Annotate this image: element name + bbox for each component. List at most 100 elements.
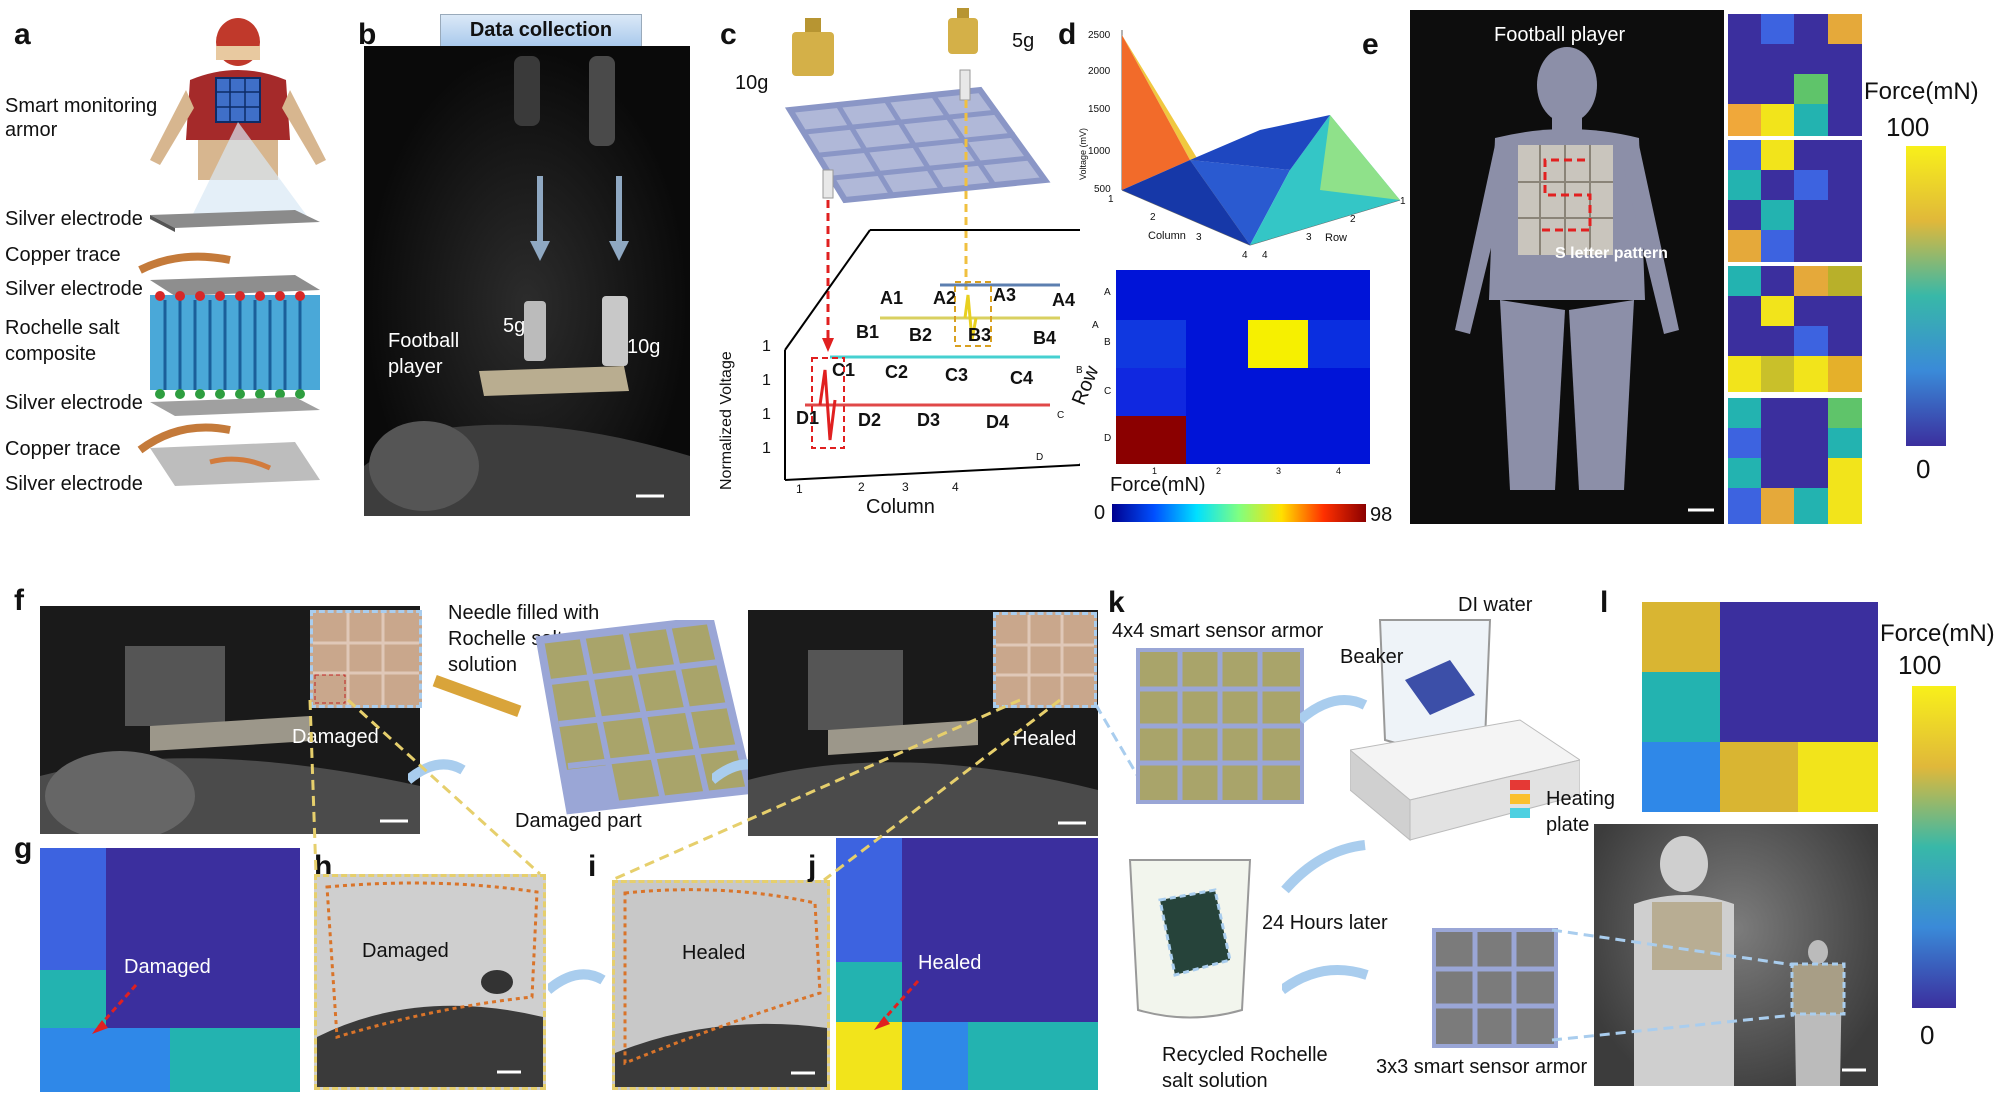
weight-10g-label: 10g	[627, 336, 661, 358]
label-copper-trace-1: Copper trace	[5, 244, 121, 266]
j-red-arrow-icon	[874, 980, 920, 1030]
j-healed-label: Healed	[918, 952, 982, 974]
panel-label-d: d	[1058, 18, 1077, 51]
k-arrow-right-icon	[1300, 695, 1368, 724]
subject-football-player-label: Football player	[388, 330, 460, 378]
cell-B4: B4	[1033, 328, 1057, 348]
panel-label-i: i	[588, 850, 597, 883]
k-beaker-heater	[1350, 619, 1580, 842]
weight-10g-text: 10g	[735, 72, 769, 94]
heatmap-g-damaged	[40, 848, 300, 1092]
cell-A4: A4	[1052, 290, 1076, 310]
needle-icon	[432, 674, 522, 718]
hm-d-cell-B3	[1248, 320, 1308, 368]
k-arrow-later-icon	[1282, 965, 1369, 995]
l-colorbar-label: Force(mN)	[1880, 620, 1995, 647]
panel-label-k: k	[1108, 586, 1125, 619]
i-healed-label: Healed	[682, 942, 746, 964]
d-col-tick-1: 1	[1108, 194, 1114, 205]
d-heat-col-2: 2	[1216, 466, 1222, 476]
photo-damaged-armor	[40, 606, 422, 841]
rochelle-composite-block	[150, 291, 320, 399]
needle-label: Needle filled with Rochelle salt solutio…	[448, 602, 600, 676]
d-surface-ylabel: Voltage (mV)	[1078, 127, 1088, 180]
data-collection-banner: Data collection	[440, 14, 642, 48]
label-silver-electrode-3: Silver electrode	[5, 392, 143, 414]
cell-D4: D4	[986, 412, 1010, 432]
d-col-tick-3: 3	[1196, 232, 1202, 243]
panel-label-f: f	[14, 584, 24, 617]
c-xtick-1: 1	[796, 482, 803, 496]
cell-D2: D2	[858, 410, 882, 430]
h-damaged-label: Damaged	[362, 940, 449, 962]
d-heat-col-1: 1	[1152, 466, 1158, 476]
panel-label-g: g	[14, 832, 33, 865]
cell-A2: A2	[933, 288, 957, 308]
e-colorbar-min: 0	[1916, 454, 1931, 484]
k-later-label: 24 Hours later	[1262, 912, 1388, 934]
e-colorbar	[1906, 146, 1946, 446]
cell-C1: C1	[832, 360, 856, 380]
panel-label-a: a	[14, 18, 31, 51]
label-copper-trace-2: Copper trace	[5, 438, 121, 460]
cell-B1: B1	[856, 322, 880, 342]
damaged-inset	[310, 610, 422, 708]
arrow-1-icon	[408, 759, 466, 784]
photo-armored-figures	[1594, 824, 1878, 1086]
d-ytick-1500: 1500	[1088, 104, 1111, 115]
photo-data-collection	[364, 46, 690, 516]
weight-5g-text: 5g	[1012, 30, 1035, 52]
cell-C2: C2	[885, 362, 909, 382]
f-healed-label: Healed	[1013, 728, 1077, 750]
weight-5g-label: 5g	[503, 315, 526, 337]
d-colorbar-label: Force(mN)	[1110, 474, 1206, 496]
panel-label-c: c	[720, 18, 737, 51]
healed-inset	[993, 612, 1097, 708]
label-rochelle-composite: Rochelle salt composite	[5, 317, 120, 365]
k-water-label: DI water	[1458, 594, 1533, 616]
d-colorbar-min: 0	[1094, 502, 1106, 524]
k-arrow-left-icon	[1281, 840, 1366, 894]
panel-label-l: l	[1600, 586, 1609, 619]
c-xtick-3: 3	[902, 480, 909, 494]
k-beaker-label: Beaker	[1340, 646, 1404, 668]
label-silver-electrode-1: Silver electrode	[5, 208, 143, 230]
panel-label-j: j	[808, 850, 817, 883]
hm-d-cell-D1	[1116, 416, 1186, 464]
c-ztick-B: B	[1076, 365, 1083, 376]
d-heat-row-A: A	[1104, 287, 1111, 298]
k-sensor-grid-3x3	[1432, 928, 1558, 1048]
d-row-tick-2: 2	[1350, 214, 1356, 225]
c-ztick-D: D	[1036, 452, 1044, 463]
k-armor3-label: 3x3 smart sensor armor	[1376, 1056, 1588, 1078]
label-smart-monitoring-armor: Smart monitoring armor	[5, 95, 158, 141]
cell-D3: D3	[917, 410, 941, 430]
g-red-arrow-icon	[92, 984, 138, 1034]
k-recycled-label: Recycled Rochelle salt solution	[1162, 1044, 1328, 1092]
c-ytick-3: 1	[762, 406, 771, 423]
d-heat-col-4: 4	[1336, 466, 1342, 476]
d-row-tick-4: 4	[1262, 250, 1268, 261]
label-silver-electrode-2: Silver electrode	[5, 278, 143, 300]
c-xtick-2: 2	[858, 480, 865, 494]
e-colorbar-label: Force(mN)	[1864, 78, 1979, 105]
cell-C4: C4	[1010, 368, 1034, 388]
voltage-surface-plot	[1121, 30, 1401, 246]
e-title: Football player	[1494, 24, 1626, 46]
photo-football-player	[1410, 10, 1724, 524]
d-colorbar	[1112, 504, 1366, 522]
photo-microscope-damaged	[314, 874, 546, 1090]
panel-label-b: b	[358, 18, 377, 51]
hm-d-cell-C1	[1116, 368, 1186, 416]
f-damaged-label: Damaged	[292, 726, 379, 748]
c-ytick-1: 1	[762, 338, 771, 355]
label-silver-electrode-4: Silver electrode	[5, 473, 143, 495]
cell-C3: C3	[945, 365, 969, 385]
arrow-3-icon	[548, 969, 606, 994]
d-row-tick-3: 3	[1306, 232, 1312, 243]
d-heat-row-D: D	[1104, 433, 1112, 444]
d-ytick-2500: 2500	[1088, 30, 1111, 41]
hm-d-cell-B4	[1308, 320, 1370, 368]
c-ztick-C: C	[1057, 410, 1065, 421]
c-ytick-2: 1	[762, 372, 771, 389]
